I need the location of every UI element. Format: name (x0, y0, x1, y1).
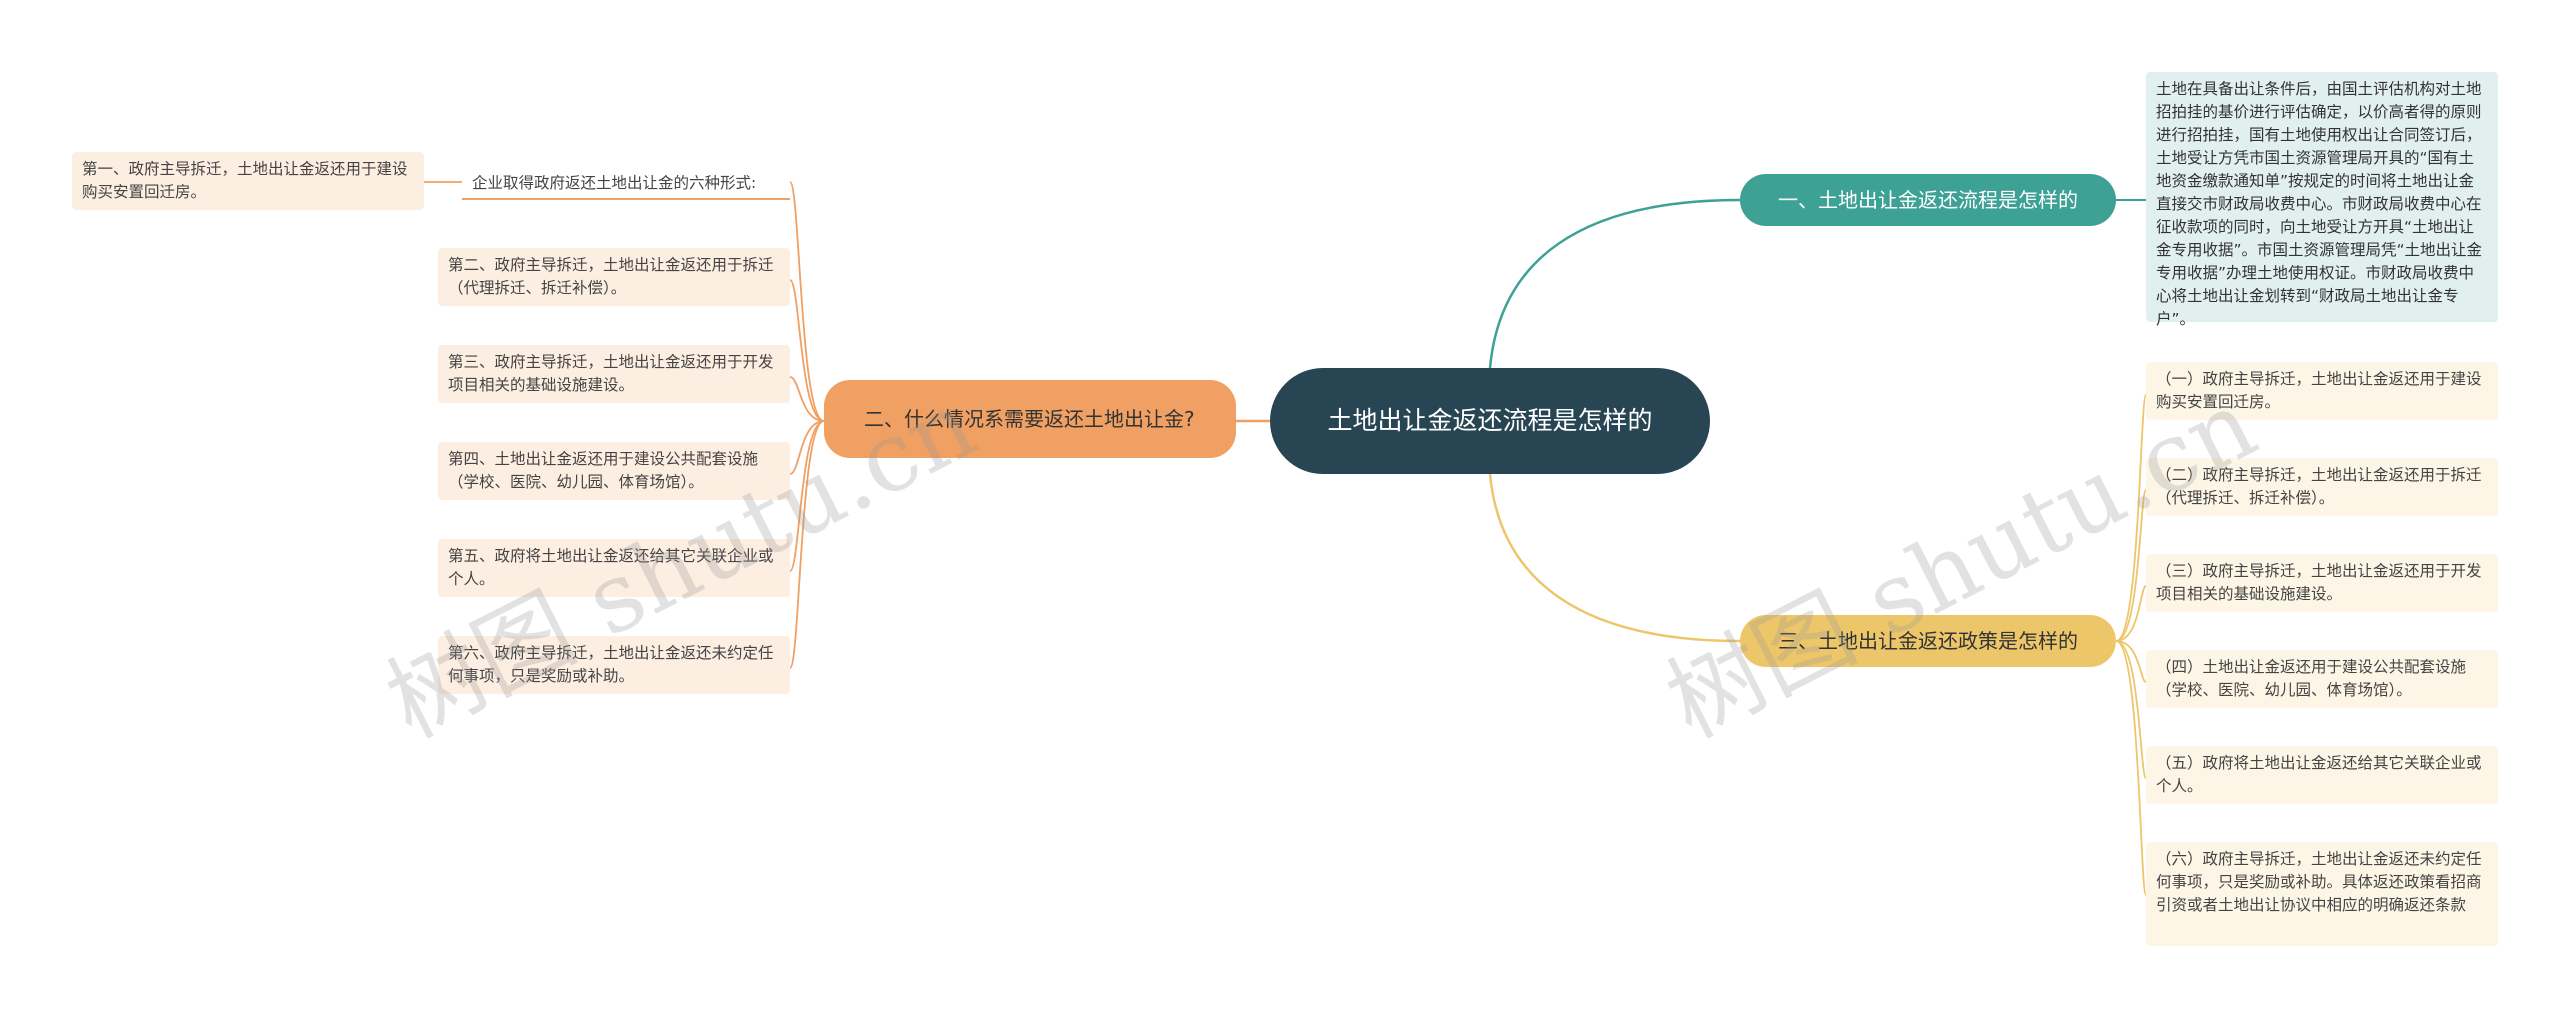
form-item-6[interactable]: 第六、政府主导拆迁，土地出让金返还未约定任何事项，只是奖励或补助。 (438, 636, 790, 694)
form-item-1-text: 第一、政府主导拆迁，土地出让金返还用于建设购买安置回迁房。 (82, 160, 408, 201)
form-item-6-text: 第六、政府主导拆迁，土地出让金返还未约定任何事项，只是奖励或补助。 (448, 644, 774, 685)
form-item-3-text: 第三、政府主导拆迁，土地出让金返还用于开发项目相关的基础设施建设。 (448, 353, 774, 394)
policy-item-3[interactable]: （三）政府主导拆迁，土地出让金返还用于开发项目相关的基础设施建设。 (2146, 554, 2498, 612)
link-root-b1 (1488, 198, 1741, 369)
policy-item-6-text: （六）政府主导拆迁，土地出让金返还未约定任何事项，只是奖励或补助。具体返还政策看… (2156, 850, 2482, 914)
policy-item-2-text: （二）政府主导拆迁，土地出让金返还用于拆迁（代理拆迁、拆迁补偿）。 (2156, 466, 2482, 507)
link-root-b3 (1488, 473, 1741, 643)
branch-return-policy-label: 三、土地出让金返还政策是怎样的 (1778, 629, 2078, 653)
branch-return-process[interactable]: 一、土地出让金返还流程是怎样的 (1740, 174, 2116, 226)
policy-item-4[interactable]: （四）土地出让金返还用于建设公共配套设施（学校、医院、幼儿园、体育场馆）。 (2146, 650, 2498, 708)
form-item-5-text: 第五、政府将土地出让金返还给其它关联企业或个人。 (448, 547, 774, 588)
link-b3-fan (2115, 394, 2147, 896)
policy-item-5-text: （五）政府将土地出让金返还给其它关联企业或个人。 (2156, 754, 2482, 795)
return-process-detail-text: 土地在具备出让条件后，由国土评估机构对土地招拍挂的基价进行评估确定，以价高者得的… (2156, 80, 2483, 328)
policy-item-2[interactable]: （二）政府主导拆迁，土地出让金返还用于拆迁（代理拆迁、拆迁补偿）。 (2146, 458, 2498, 516)
branch-return-situations-label: 二、什么情况系需要返还土地出让金? (864, 407, 1195, 431)
form-item-1[interactable]: 第一、政府主导拆迁，土地出让金返还用于建设购买安置回迁房。 (72, 152, 424, 210)
six-forms-intro-text: 企业取得政府返还土地出让金的六种形式: (472, 174, 757, 192)
branch-return-process-label: 一、土地出让金返还流程是怎样的 (1778, 188, 2078, 212)
branch-return-situations[interactable]: 二、什么情况系需要返还土地出让金? (824, 380, 1236, 458)
policy-item-3-text: （三）政府主导拆迁，土地出让金返还用于开发项目相关的基础设施建设。 (2156, 562, 2482, 603)
form-item-3[interactable]: 第三、政府主导拆迁，土地出让金返还用于开发项目相关的基础设施建设。 (438, 345, 790, 403)
return-process-detail[interactable]: 土地在具备出让条件后，由国土评估机构对土地招拍挂的基价进行评估确定，以价高者得的… (2146, 72, 2498, 328)
form-item-4-text: 第四、土地出让金返还用于建设公共配套设施（学校、医院、幼儿园、体育场馆）。 (448, 450, 759, 491)
link-b2-fan (424, 181, 825, 669)
six-forms-intro[interactable]: 企业取得政府返还土地出让金的六种形式: (462, 166, 790, 200)
policy-item-5[interactable]: （五）政府将土地出让金返还给其它关联企业或个人。 (2146, 746, 2498, 804)
policy-item-6[interactable]: （六）政府主导拆迁，土地出让金返还未约定任何事项，只是奖励或补助。具体返还政策看… (2146, 842, 2498, 946)
policy-item-1[interactable]: （一）政府主导拆迁，土地出让金返还用于建设购买安置回迁房。 (2146, 362, 2498, 420)
form-item-5[interactable]: 第五、政府将土地出让金返还给其它关联企业或个人。 (438, 539, 790, 597)
branch-return-policy[interactable]: 三、土地出让金返还政策是怎样的 (1740, 615, 2116, 667)
policy-item-4-text: （四）土地出让金返还用于建设公共配套设施（学校、医院、幼儿园、体育场馆）。 (2156, 658, 2467, 699)
form-item-2-text: 第二、政府主导拆迁，土地出让金返还用于拆迁（代理拆迁、拆迁补偿）。 (448, 256, 774, 297)
policy-item-1-text: （一）政府主导拆迁，土地出让金返还用于建设购买安置回迁房。 (2156, 370, 2482, 411)
form-item-4[interactable]: 第四、土地出让金返还用于建设公共配套设施（学校、医院、幼儿园、体育场馆）。 (438, 442, 790, 500)
form-item-2[interactable]: 第二、政府主导拆迁，土地出让金返还用于拆迁（代理拆迁、拆迁补偿）。 (438, 248, 790, 306)
root-topic-label: 土地出让金返还流程是怎样的 (1327, 406, 1653, 435)
root-topic[interactable]: 土地出让金返还流程是怎样的 (1270, 368, 1710, 474)
